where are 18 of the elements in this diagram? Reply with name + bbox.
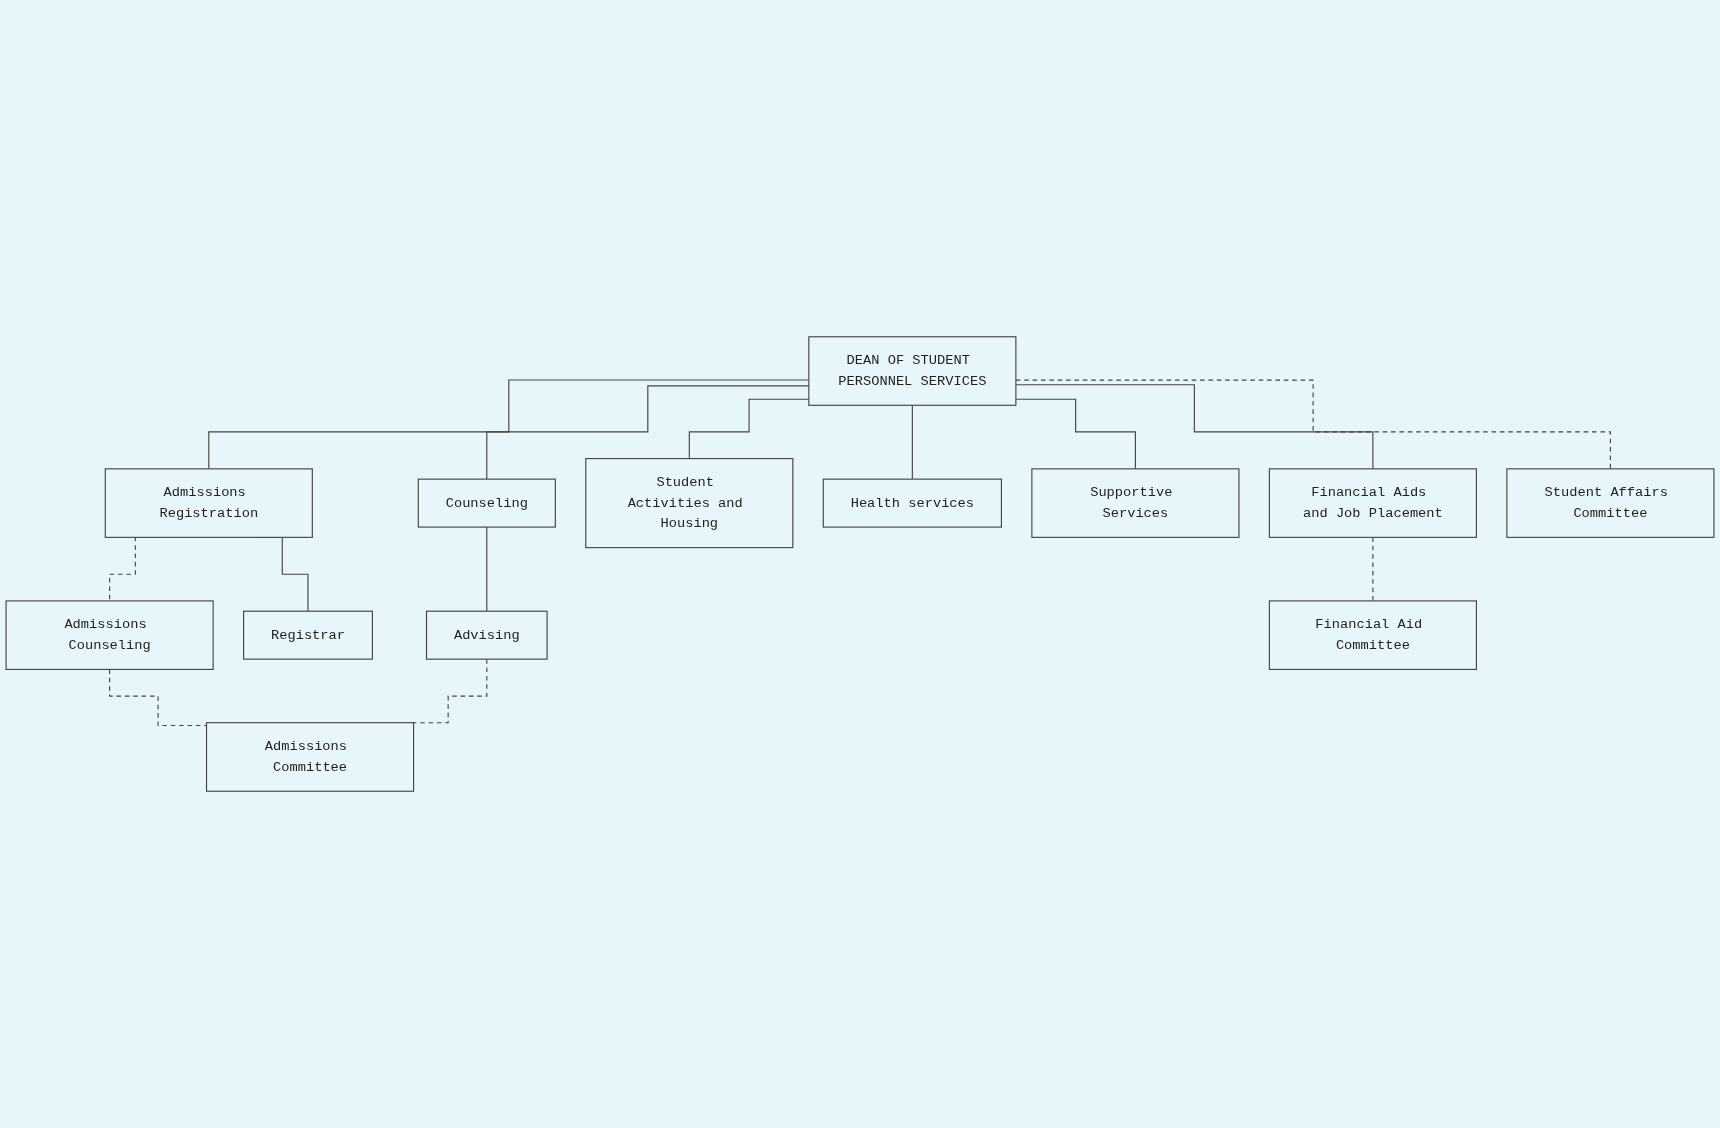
connector bbox=[1015, 384, 1374, 470]
node-box: Advising bbox=[425, 610, 548, 660]
connector bbox=[911, 404, 913, 480]
node-box: Admissions Registration bbox=[104, 468, 313, 538]
connector bbox=[1015, 379, 1611, 470]
node-box: Counseling bbox=[417, 478, 556, 528]
node-box: Student Activities and Housing bbox=[585, 458, 794, 549]
node-box: DEAN OF STUDENT PERSONNEL SERVICES bbox=[808, 336, 1017, 406]
node-box: Financial Aid Committee bbox=[1268, 600, 1477, 670]
node-box: Registrar bbox=[243, 610, 373, 660]
connector bbox=[486, 526, 488, 612]
node-box: Admissions Counseling bbox=[5, 600, 214, 670]
node-box: Admissions Committee bbox=[205, 722, 415, 792]
connector bbox=[1015, 398, 1136, 470]
node-box: Financial Aids and Job Placement bbox=[1268, 468, 1477, 538]
node-box: Student Affairs Committee bbox=[1506, 468, 1715, 538]
node-box: Supportive Services bbox=[1031, 468, 1240, 538]
node-box: Health services bbox=[822, 478, 1002, 528]
